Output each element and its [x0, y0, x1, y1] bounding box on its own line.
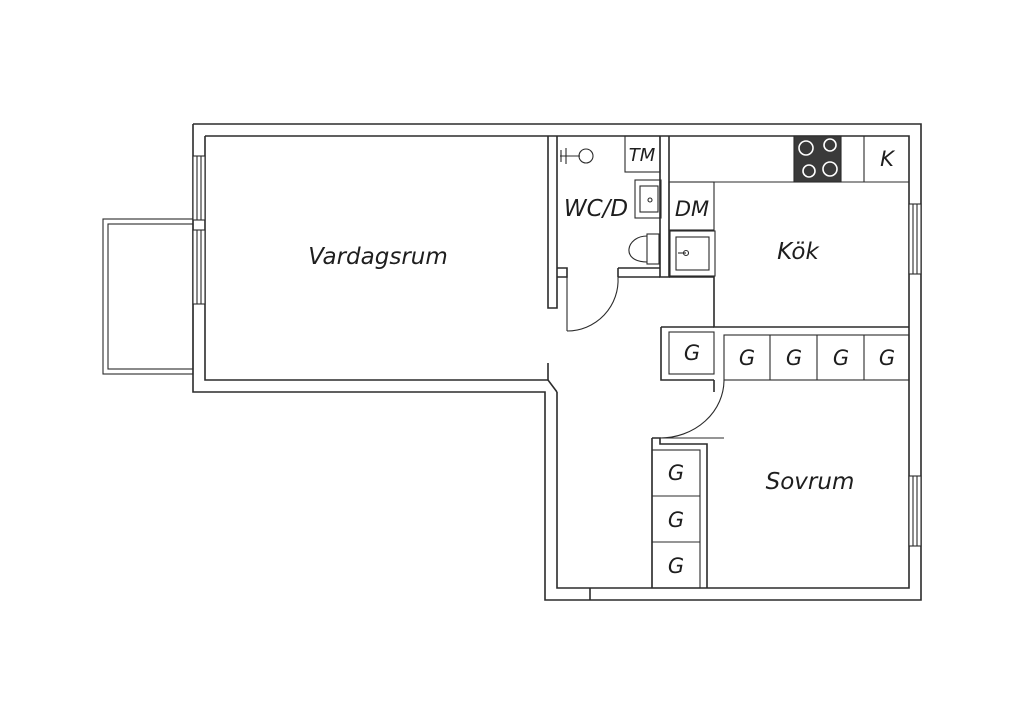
wardrobe-label: G	[739, 346, 755, 370]
wardrobe-column-bedroom	[651, 449, 701, 589]
kitchen-sink-icon	[669, 230, 716, 277]
stove-icon	[793, 135, 842, 183]
dm-box	[668, 181, 715, 231]
wardrobe-label: G	[833, 346, 849, 370]
wardrobe-label: G	[668, 508, 684, 532]
wardrobe-label: G	[879, 346, 895, 370]
kitchen-counter	[669, 136, 909, 183]
tm-box	[624, 135, 661, 173]
wardrobe-label: G	[668, 461, 684, 485]
fixture-label-k: K	[880, 147, 896, 171]
room-label-wc: WC/D	[564, 196, 628, 222]
toilet-icon	[628, 233, 660, 265]
door-bedroom[interactable]	[659, 379, 725, 439]
door-wc[interactable]	[566, 276, 619, 332]
wardrobe-label: G	[684, 341, 700, 365]
room-label-bedroom: Sovrum	[766, 469, 855, 495]
wardrobe-row-bedroom	[723, 334, 910, 381]
window-kitchen	[908, 203, 922, 275]
window-bedroom	[908, 475, 922, 547]
room-label-kitchen: Kök	[777, 239, 820, 265]
window-living-lower	[192, 229, 206, 305]
window-living-upper	[192, 155, 206, 221]
wardrobe-label: G	[786, 346, 802, 370]
fixture-label-tm: TM	[629, 145, 656, 166]
wc-sink-icon	[634, 179, 662, 219]
wardrobe-hall-box	[668, 331, 715, 375]
balcony	[102, 218, 194, 375]
fixture-label-dm: DM	[675, 197, 709, 221]
interior-walls	[547, 136, 909, 588]
room-label-living: Vardagsrum	[308, 244, 448, 270]
shower-icon	[560, 148, 594, 164]
wardrobe-label: G	[668, 554, 684, 578]
